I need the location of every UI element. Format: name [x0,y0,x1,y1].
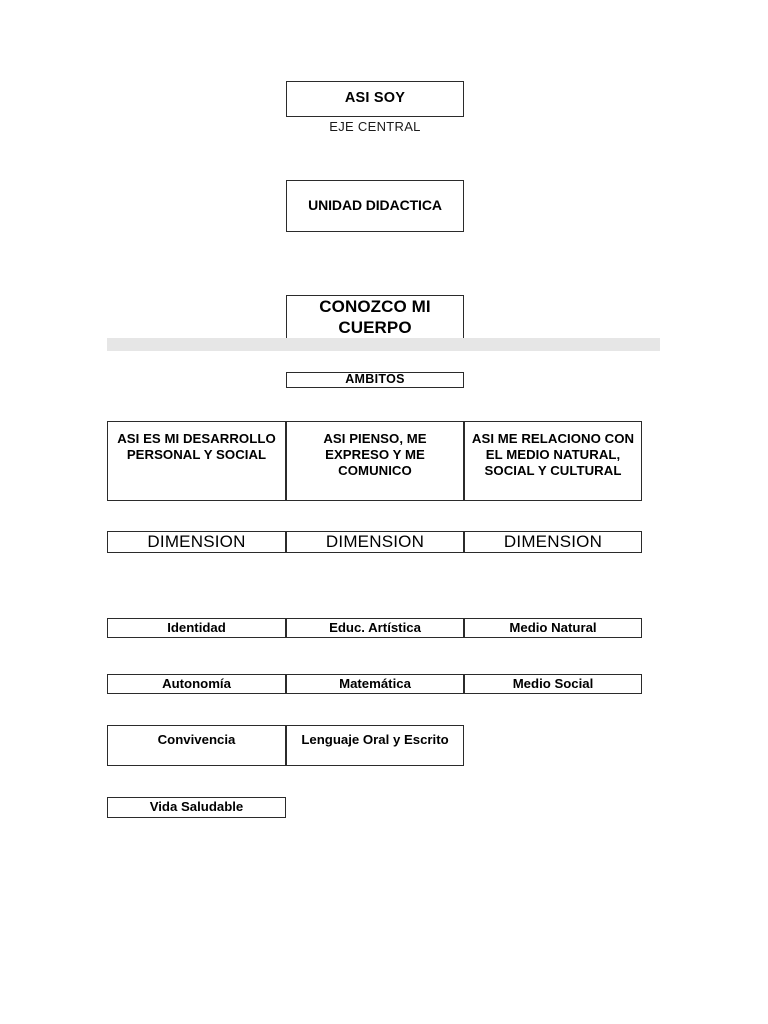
dimension-item-r2c1: Autonomía [107,674,286,694]
unidad-didactica-label-box: UNIDAD DIDACTICA [286,180,464,232]
dimension-label-2: DIMENSION [286,531,464,553]
dimension-label-3: DIMENSION [464,531,642,553]
dimension-item-r1c2: Educ. Artística [286,618,464,638]
ambito-cell-2: ASI PIENSO, ME EXPRESO Y ME COMUNICO [286,421,464,501]
dimension-item-r2c2: Matemática [286,674,464,694]
eje-central-label: EJE CENTRAL [329,119,421,134]
dimension-item-r1c1: Identidad [107,618,286,638]
dimension-item-r1c3: Medio Natural [464,618,642,638]
dimension-item-r3c1: Convivencia [107,725,286,766]
dimension-item-r2c3: Medio Social [464,674,642,694]
dimension-item-r4c1: Vida Saludable [107,797,286,818]
title-box: ASI SOY [286,81,464,117]
dimension-item-r3c2: Lenguaje Oral y Escrito [286,725,464,766]
dimension-label-1: DIMENSION [107,531,286,553]
ambito-cell-3: ASI ME RELACIONO CON EL MEDIO NATURAL, S… [464,421,642,501]
ambitos-label-box: AMBITOS [286,372,464,388]
unidad-didactica-box: CONOZCO MI CUERPO [286,295,464,341]
gray-separator-bar [107,338,660,351]
ambito-cell-1: ASI ES MI DESARROLLO PERSONAL Y SOCIAL [107,421,286,501]
